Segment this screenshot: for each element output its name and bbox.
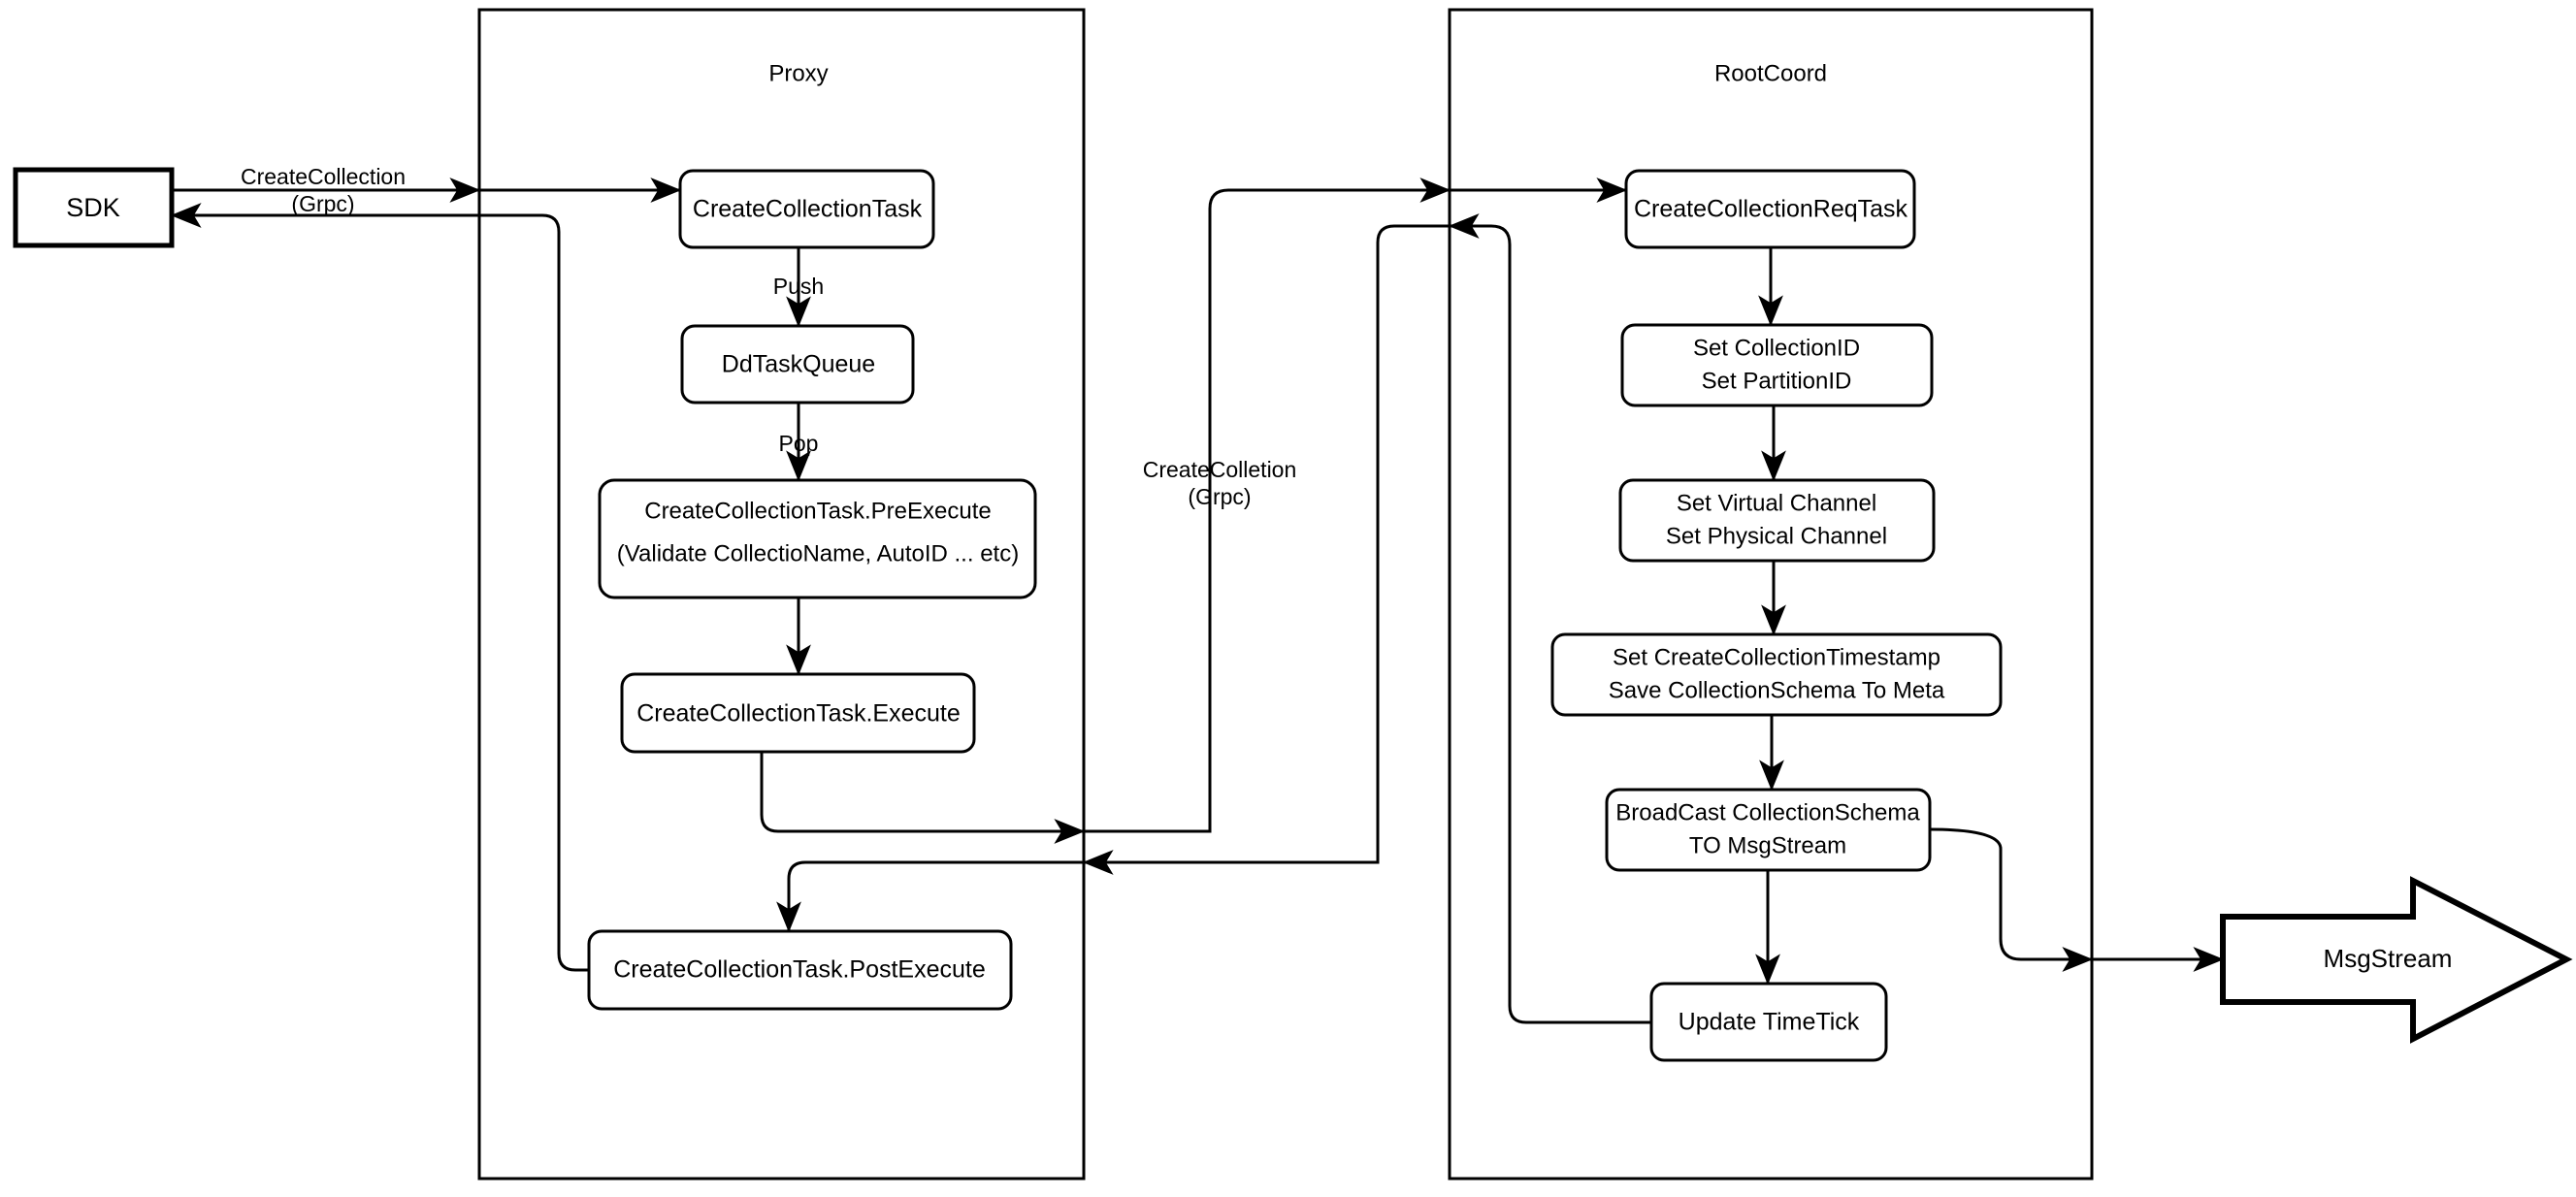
edge-label-createcolletion-grpc-line1: CreateColletion	[1143, 457, 1297, 482]
rootcoord-container-title: RootCoord	[1714, 60, 1827, 86]
node-dd-task-queue[interactable]: DdTaskQueue	[680, 324, 915, 404]
edge-proxy-boundary-to-post-execute	[776, 860, 1084, 933]
node-pre-execute[interactable]: CreateCollectionTask.PreExecute (Validat…	[598, 478, 1037, 599]
edge-label-createcollection-grpc-line2: (Grpc)	[291, 191, 354, 216]
sdk-label: SDK	[66, 193, 120, 222]
broadcast-label-line2: TO MsgStream	[1689, 832, 1846, 858]
msgstream-label: MsgStream	[2324, 944, 2453, 973]
edge-rootcoord-to-proxy-response	[1082, 224, 1450, 875]
edge-broadcast-to-rootcoord-right-boundary	[1929, 827, 2094, 972]
node-post-execute[interactable]: CreateCollectionTask.PostExecute	[587, 929, 1013, 1011]
rootcoord-container-border	[1448, 8, 2094, 1181]
edge-execute-to-proxy-right-boundary	[760, 752, 1086, 844]
create-collection-task-label: CreateCollectionTask	[693, 196, 923, 223]
node-set-channels[interactable]: Set Virtual Channel Set Physical Channel	[1618, 478, 1936, 563]
node-set-ids[interactable]: Set CollectionID Set PartitionID	[1620, 323, 1934, 407]
edge-post-execute-to-sdk-response	[479, 213, 589, 972]
edge-label-push: Push	[773, 274, 824, 299]
sdk-box[interactable]	[13, 167, 175, 248]
pre-execute-label-line2: (Validate CollectioName, AutoID ... etc)	[617, 540, 1019, 566]
msgstream-arrow-shape[interactable]	[2220, 876, 2573, 1044]
dd-task-queue-label: DdTaskQueue	[722, 351, 875, 378]
node-broadcast[interactable]: BroadCast CollectionSchema TO MsgStream	[1605, 788, 1932, 872]
create-collection-task-box[interactable]	[678, 169, 935, 249]
edge-label-createcolletion-grpc-line2: (Grpc)	[1188, 484, 1251, 509]
set-channels-label-line1: Set Virtual Channel	[1677, 490, 1876, 516]
edge-label-createcollection-grpc-line1: CreateCollection	[241, 164, 406, 189]
node-create-collection-req-task[interactable]: CreateCollectionReqTask	[1624, 169, 1916, 249]
pre-execute-label-line1: CreateCollectionTask.PreExecute	[644, 498, 992, 524]
set-timestamp-label-line1: Set CreateCollectionTimestamp	[1613, 644, 1940, 670]
node-set-timestamp[interactable]: Set CreateCollectionTimestamp Save Colle…	[1550, 632, 2003, 717]
edge-proxy-to-rootcoord-request	[1084, 178, 1451, 833]
edge-update-timetick-to-rootcoord-boundary	[1448, 213, 1651, 1024]
node-update-timetick[interactable]: Update TimeTick	[1649, 982, 1888, 1062]
set-ids-label-line2: Set PartitionID	[1702, 368, 1852, 394]
create-collection-req-task-label: CreateCollectionReqTask	[1634, 196, 1908, 223]
set-timestamp-label-line2: Save CollectionSchema To Meta	[1609, 677, 1945, 703]
update-timetick-label: Update TimeTick	[1679, 1009, 1860, 1036]
container-rootcoord: RootCoord	[1448, 8, 2094, 1181]
set-ids-label-line1: Set CollectionID	[1693, 335, 1860, 361]
edge-label-pop: Pop	[779, 431, 819, 456]
proxy-container-title: Proxy	[768, 60, 828, 86]
broadcast-label-line1: BroadCast CollectionSchema	[1615, 799, 1920, 825]
pre-execute-box[interactable]	[598, 478, 1037, 599]
node-sdk[interactable]: SDK	[13, 167, 175, 248]
container-proxy: Proxy	[477, 8, 1086, 1181]
set-channels-label-line2: Set Physical Channel	[1666, 523, 1887, 549]
proxy-container-border	[477, 8, 1086, 1181]
post-execute-label: CreateCollectionTask.PostExecute	[613, 956, 986, 984]
node-create-collection-task[interactable]: CreateCollectionTask	[678, 169, 935, 249]
node-execute[interactable]: CreateCollectionTask.Execute	[620, 672, 976, 754]
execute-label: CreateCollectionTask.Execute	[636, 700, 961, 728]
node-msgstream[interactable]: MsgStream	[2220, 876, 2573, 1044]
